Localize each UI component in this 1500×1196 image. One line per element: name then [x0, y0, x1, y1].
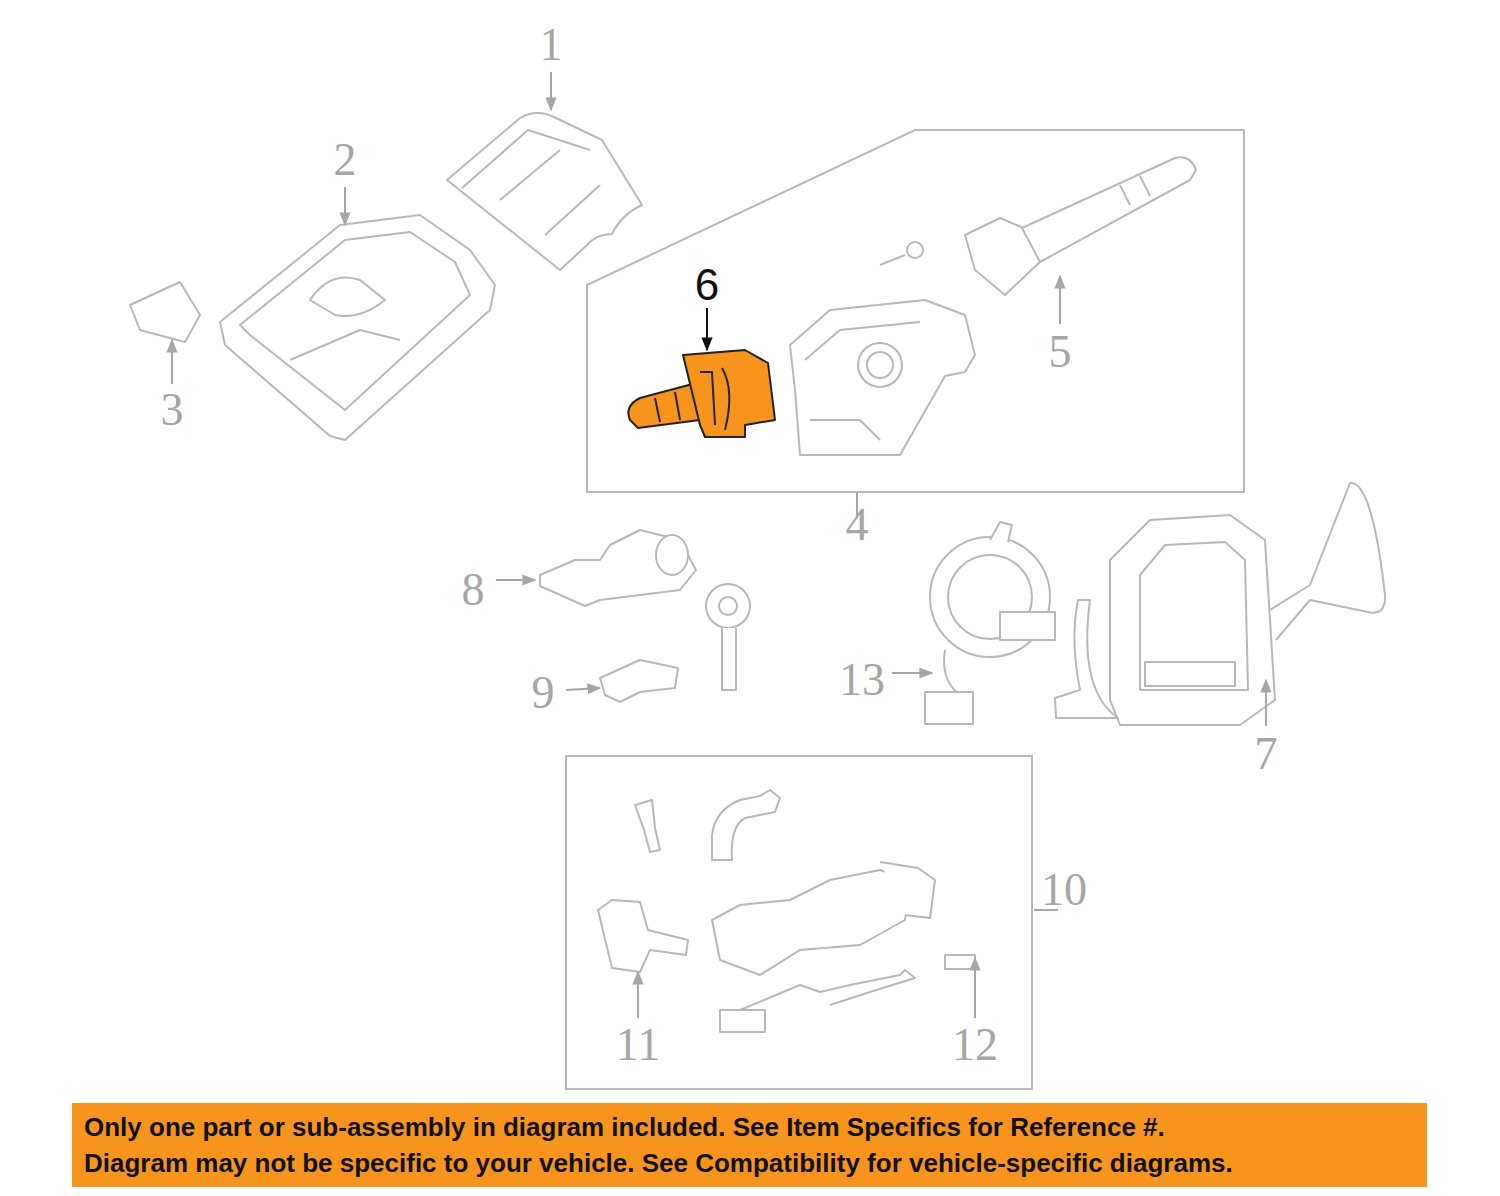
callout-number: 2: [334, 137, 357, 183]
lock-cylinder: [722, 628, 736, 690]
notice-text: Diagram may not be specific to your vehi…: [84, 1145, 1415, 1181]
clock-spring: [925, 692, 973, 724]
switch-assembly: [1055, 483, 1385, 725]
callout-number: 7: [1255, 731, 1278, 777]
callout-number: 10: [1041, 867, 1087, 913]
ignition-switch-parts: [598, 900, 688, 972]
cylinder-part: [600, 660, 678, 702]
switch-assembly: [1270, 483, 1385, 640]
turn-signal-switch: [628, 382, 700, 428]
leader-lines: [496, 579, 535, 581]
ignition-switch-parts: [945, 955, 975, 969]
lock-cylinder: [540, 530, 696, 606]
leader-lines: [892, 672, 932, 674]
combination-switch-body: [867, 352, 893, 378]
trim-piece: [130, 282, 200, 342]
leader-lines: [344, 187, 346, 225]
callout-number: 5: [1049, 329, 1072, 375]
leader-line: [706, 308, 708, 350]
lock-cylinder: [719, 597, 737, 615]
gray-parts: [130, 113, 1385, 1032]
clock-spring: [1000, 612, 1055, 640]
lock-cylinder: [706, 584, 750, 628]
leader-lines: [172, 72, 1266, 1018]
leader-lines: [974, 958, 976, 1018]
screw: [880, 255, 905, 265]
clock-spring: [990, 522, 1012, 542]
wiper-switch: [1120, 176, 1150, 205]
lower-column-cover: [240, 232, 470, 410]
group-outline: [587, 130, 1244, 492]
group-box: 4: [587, 130, 1244, 492]
leader-lines: [566, 688, 600, 690]
callout-number: 13: [839, 657, 885, 703]
lower-column-cover: [220, 215, 495, 440]
wiper-switch: [1022, 157, 1196, 262]
callout-number: 9: [532, 670, 555, 716]
ignition-switch-parts: [720, 1010, 765, 1032]
ignition-switch-parts: [635, 800, 660, 852]
leader-lines: [1059, 276, 1061, 324]
switch-assembly: [1140, 542, 1248, 690]
lock-cylinder: [656, 535, 688, 575]
ignition-switch-parts: [712, 870, 910, 975]
notice-banner: Only one part or sub-assembly in diagram…: [72, 1103, 1427, 1187]
screw: [880, 242, 923, 265]
combination-switch-body: [790, 300, 975, 455]
callout-number: 3: [161, 387, 184, 433]
clock-spring: [944, 650, 960, 695]
callout-number: 8: [462, 567, 485, 613]
ignition-switch-parts: [712, 790, 780, 860]
switch-assembly: [1145, 662, 1235, 686]
lower-column-cover: [220, 215, 495, 440]
combination-switch-body: [805, 322, 920, 440]
leader-lines: [637, 972, 639, 1018]
leader-lines: [171, 340, 173, 384]
combination-switch-body: [790, 300, 975, 455]
group-outline: [587, 130, 1244, 492]
upper-column-cover: [447, 113, 642, 270]
ignition-switch-parts: [880, 862, 935, 918]
switch-assembly: [1110, 515, 1275, 725]
wiper-switch: [965, 157, 1196, 295]
clock-spring: [925, 522, 1055, 724]
callout-number: 4: [846, 502, 869, 548]
callout-number: 12: [952, 1022, 998, 1068]
ignition-switch-parts: [740, 970, 915, 1010]
switch-assembly: [1055, 600, 1118, 718]
ignition-switch-parts: [598, 790, 975, 1032]
screw: [907, 242, 923, 258]
leader-lines: [1265, 680, 1267, 726]
upper-column-cover: [462, 130, 600, 235]
callout-number: 6: [695, 263, 719, 307]
notice-text: Only one part or sub-assembly in diagram…: [84, 1109, 1415, 1145]
callout-number: 11: [616, 1022, 660, 1068]
lower-column-cover: [290, 278, 400, 361]
turn-signal-switch: [655, 368, 729, 430]
callout-number: 1: [540, 22, 563, 68]
upper-column-cover: [447, 113, 642, 270]
turn-signal-switch: [628, 350, 775, 437]
leader-lines: [550, 72, 552, 110]
combination-switch-body: [858, 343, 902, 387]
